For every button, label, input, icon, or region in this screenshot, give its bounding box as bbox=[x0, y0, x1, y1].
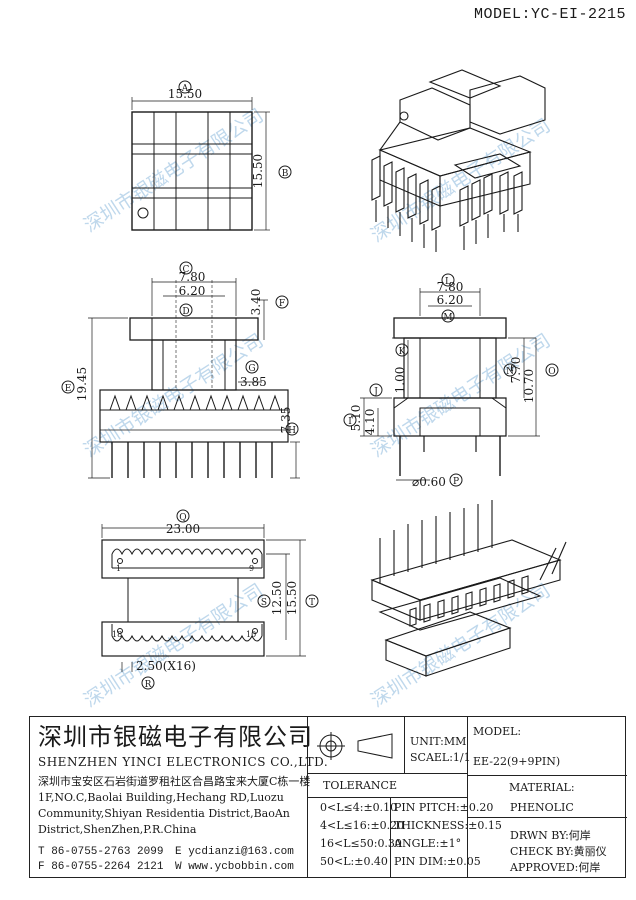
address-en-line-2: Community,Shiyan Residentia District,Bao… bbox=[38, 807, 290, 820]
model-label: MODEL: bbox=[473, 725, 522, 738]
dim-o: 10.70 bbox=[522, 369, 536, 403]
approved-by: APPROVED:何岸 bbox=[510, 861, 601, 874]
marker-e: E bbox=[65, 384, 72, 394]
address-en-line-3: District,ShenZhen,P.R.China bbox=[38, 823, 197, 836]
dim-n: 7.70 bbox=[509, 357, 523, 384]
marker-k: K bbox=[399, 347, 406, 357]
pin-label-1: 1 bbox=[116, 564, 121, 573]
model-value: EE-22(9+9PIN) bbox=[473, 755, 561, 768]
dim-r: 2.50(X16) bbox=[136, 659, 196, 673]
pin-label-18: 18 bbox=[112, 630, 122, 639]
dim-g: 3.85 bbox=[240, 375, 267, 389]
marker-j: J bbox=[373, 387, 378, 397]
technical-drawing: A 15.50 B 15.50 bbox=[61, 69, 567, 690]
marker-l: L bbox=[445, 277, 451, 287]
front-view bbox=[61, 261, 300, 479]
title-block: 深圳市银磁电子有限公司 SHENZHEN YINCI ELECTRONICS C… bbox=[29, 716, 627, 878]
top-view bbox=[131, 80, 292, 231]
header-model: MODEL:YC-EI-2215 bbox=[473, 6, 626, 23]
tolerance-range-2: 4<L≤16:±0.20 bbox=[320, 819, 405, 832]
tolerance-range-3: 16<L≤50:0.30 bbox=[320, 837, 402, 850]
marker-s: S bbox=[261, 598, 267, 608]
pin-label-9: 9 bbox=[249, 564, 254, 573]
dim-l: 7.80 bbox=[437, 280, 464, 294]
dim-e: 19.45 bbox=[75, 367, 89, 401]
projection-symbol-icon bbox=[317, 732, 393, 760]
dim-q: 23.00 bbox=[166, 522, 200, 536]
angle-tolerance: ANGLE:±1° bbox=[394, 837, 462, 850]
checked-by: CHECK BY:黄丽仪 bbox=[510, 845, 607, 858]
telephone: T 86-0755-2763 2099 bbox=[38, 846, 164, 858]
marker-b: B bbox=[282, 169, 289, 179]
unit: UNIT:MM bbox=[410, 735, 467, 748]
bottom-view bbox=[101, 509, 319, 690]
material-label: MATERIAL: bbox=[509, 781, 575, 794]
dim-t: 15.50 bbox=[285, 581, 299, 615]
thickness-tolerance: THICKNESS:±0.15 bbox=[394, 819, 502, 832]
dim-h: 7.35 bbox=[279, 407, 293, 434]
side-view bbox=[343, 273, 559, 487]
marker-p: P bbox=[453, 477, 459, 487]
marker-g: G bbox=[248, 364, 255, 374]
marker-d: D bbox=[182, 307, 189, 317]
scale: SCAEL:1/1 bbox=[410, 751, 471, 764]
dim-j: 4.10 bbox=[363, 409, 377, 436]
marker-f: F bbox=[279, 299, 285, 309]
material-value: PHENOLIC bbox=[510, 801, 574, 814]
dim-c: 7.80 bbox=[179, 270, 206, 284]
company-name-cn: 深圳市银磁电子有限公司 bbox=[38, 723, 313, 751]
marker-r: R bbox=[145, 680, 152, 690]
address-en-line-1: 1F,NO.C,Baolai Building,Hechang RD,Luozu bbox=[38, 791, 284, 804]
dim-a: 15.50 bbox=[168, 87, 202, 101]
dim-b: 15.50 bbox=[251, 154, 265, 188]
marker-n: N bbox=[506, 367, 514, 377]
tolerance-range-4: 50<L:±0.40 bbox=[320, 855, 388, 868]
dim-m: 6.20 bbox=[437, 293, 464, 307]
pin-pitch-tolerance: PIN PITCH:±0.20 bbox=[394, 801, 494, 814]
dim-i: 5.10 bbox=[349, 405, 363, 432]
marker-i: I bbox=[348, 417, 352, 427]
marker-a: A bbox=[181, 84, 189, 94]
tolerance-label: TOLERANCE bbox=[323, 779, 397, 792]
marker-m: M bbox=[443, 313, 452, 323]
iso-view-top bbox=[371, 69, 546, 252]
address-cn: 深圳市宝安区石岩街道罗租社区合昌路宝来大厦C栋一楼 bbox=[38, 775, 311, 788]
marker-o: O bbox=[548, 367, 555, 377]
dim-d: 6.20 bbox=[179, 284, 206, 298]
dim-p: ⌀0.60 bbox=[412, 475, 446, 489]
marker-t: T bbox=[309, 598, 315, 608]
dim-k: 1.00 bbox=[393, 367, 407, 394]
fax: F 86-0755-2264 2121 bbox=[38, 861, 164, 873]
tolerance-range-1: 0<L≤4:±0.10 bbox=[320, 801, 398, 814]
iso-view-bottom bbox=[370, 500, 567, 677]
marker-q: Q bbox=[179, 513, 186, 523]
website: W www.ycbobbin.com bbox=[175, 861, 294, 873]
drawn-by: DRWN BY:何岸 bbox=[510, 829, 591, 842]
pin-label-10: 10 bbox=[246, 630, 256, 639]
marker-c: C bbox=[183, 265, 190, 275]
email: E ycdianzi@163.com bbox=[175, 846, 294, 858]
dim-f: 3.40 bbox=[249, 289, 263, 316]
company-name-en: SHENZHEN YINCI ELECTRONICS CO.,LTD. bbox=[38, 755, 329, 769]
dim-s: 12.50 bbox=[270, 581, 284, 615]
pin-dim-tolerance: PIN DIM:±0.05 bbox=[394, 855, 481, 868]
marker-h: H bbox=[288, 426, 296, 436]
